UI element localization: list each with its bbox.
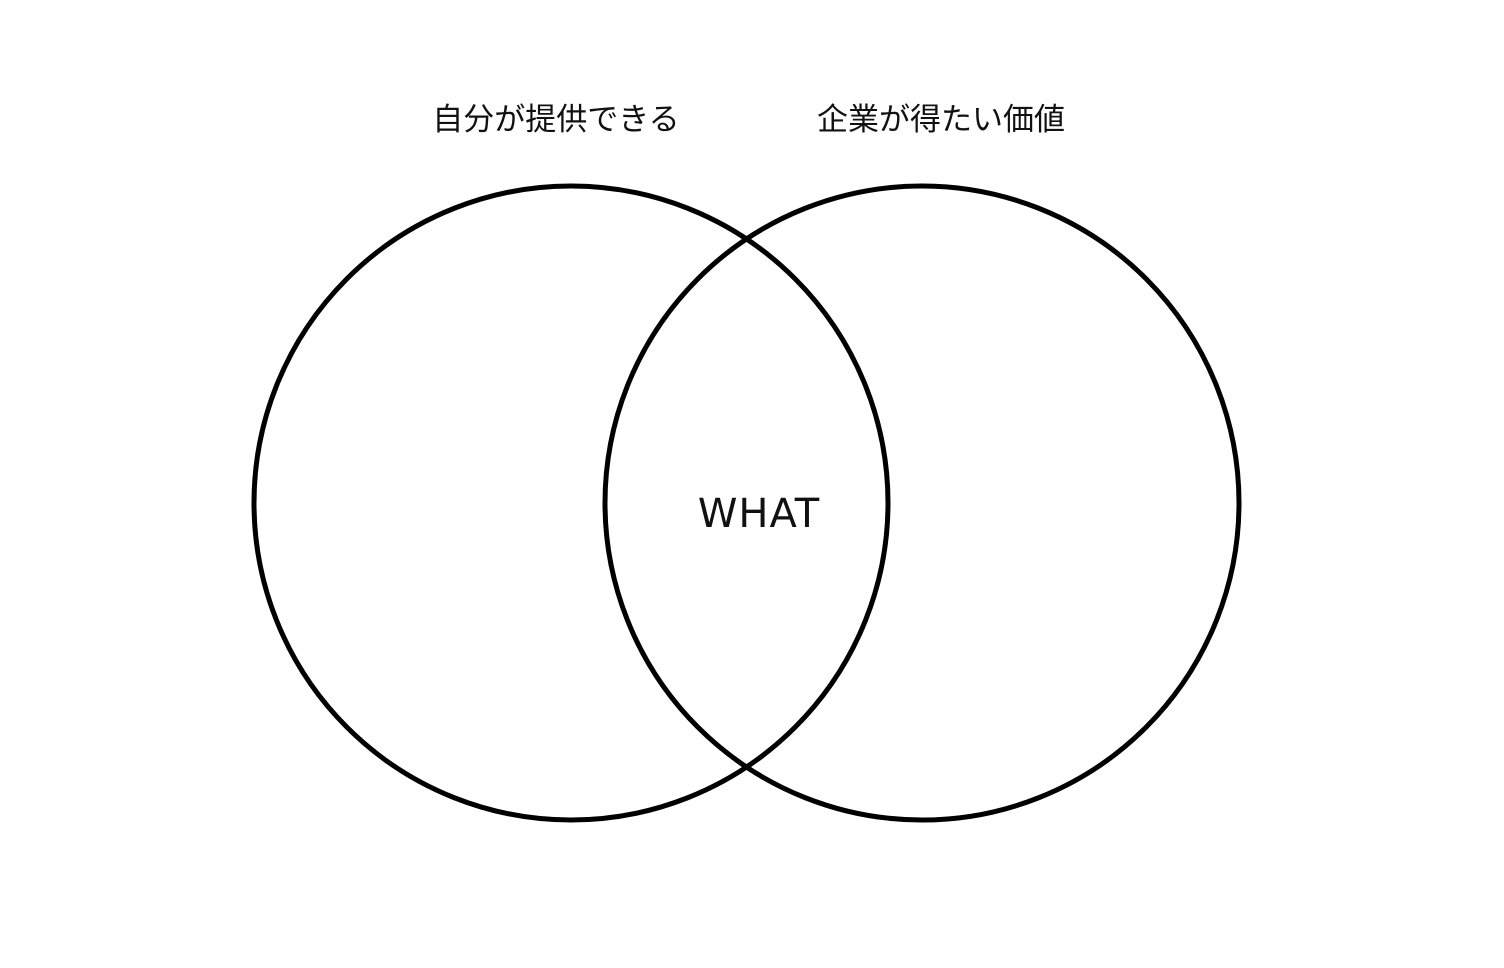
left-set-circle xyxy=(251,183,891,823)
left-set-label: 自分が提供できる xyxy=(432,102,680,138)
right-set-circle xyxy=(602,183,1242,823)
right-set-label: 企業が得たい価値 xyxy=(817,102,1065,138)
intersection-label: WHAT xyxy=(697,491,821,537)
